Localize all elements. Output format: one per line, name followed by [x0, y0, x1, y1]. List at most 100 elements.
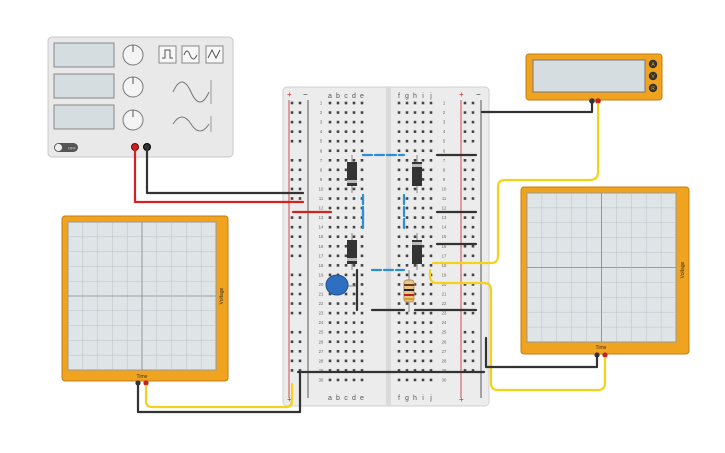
- rail-hole[interactable]: [298, 139, 302, 143]
- breadboard-hole[interactable]: [429, 216, 433, 219]
- breadboard-hole[interactable]: [413, 283, 417, 286]
- breadboard-hole[interactable]: [397, 206, 401, 210]
- breadboard-hole[interactable]: [429, 359, 433, 363]
- mode-ammeter-button[interactable]: [648, 59, 658, 69]
- rail-hole[interactable]: [463, 235, 467, 238]
- breadboard-hole[interactable]: [360, 235, 364, 238]
- rail-hole[interactable]: [298, 216, 302, 219]
- breadboard-hole[interactable]: [405, 350, 409, 353]
- breadboard-hole[interactable]: [328, 225, 332, 229]
- rail-hole[interactable]: [298, 101, 302, 105]
- mode-ohmmeter-button[interactable]: [648, 83, 658, 93]
- breadboard-hole[interactable]: [336, 340, 340, 344]
- breadboard-hole[interactable]: [429, 130, 433, 133]
- breadboard-hole[interactable]: [344, 139, 348, 143]
- breadboard-hole[interactable]: [360, 101, 364, 105]
- breadboard-hole[interactable]: [421, 302, 425, 305]
- rail-hole[interactable]: [463, 359, 467, 363]
- rail-hole[interactable]: [290, 187, 294, 191]
- rail-hole[interactable]: [471, 159, 475, 162]
- wire-black-scope-right[interactable]: [484, 336, 599, 369]
- breadboard-hole[interactable]: [336, 149, 340, 153]
- breadboard-hole[interactable]: [352, 321, 356, 324]
- breadboard-hole[interactable]: [405, 254, 409, 258]
- rail-hole[interactable]: [463, 254, 467, 258]
- rail-hole[interactable]: [463, 101, 467, 105]
- scope-left-positive-terminal[interactable]: [143, 380, 149, 386]
- mode-voltmeter-button[interactable]: [648, 71, 658, 81]
- breadboard-hole[interactable]: [352, 330, 356, 334]
- rail-hole[interactable]: [290, 330, 294, 334]
- breadboard-hole[interactable]: [360, 321, 364, 324]
- breadboard-hole[interactable]: [360, 340, 364, 344]
- breadboard-hole[interactable]: [413, 159, 417, 162]
- multimeter[interactable]: A V R: [525, 53, 663, 104]
- breadboard-hole[interactable]: [360, 159, 364, 162]
- rail-hole[interactable]: [471, 330, 475, 334]
- breadboard-hole[interactable]: [397, 292, 401, 296]
- breadboard-hole[interactable]: [405, 120, 409, 124]
- scope-right-positive-terminal[interactable]: [602, 352, 608, 358]
- breadboard-hole[interactable]: [405, 369, 409, 372]
- breadboard-hole[interactable]: [344, 225, 348, 229]
- rail-hole[interactable]: [471, 340, 475, 344]
- breadboard-hole[interactable]: [413, 340, 417, 344]
- wires[interactable]: [133, 102, 607, 414]
- breadboard-hole[interactable]: [421, 292, 425, 296]
- breadboard-hole[interactable]: [344, 302, 348, 305]
- breadboard-hole[interactable]: [429, 378, 433, 382]
- breadboard-hole[interactable]: [344, 273, 348, 277]
- rail-hole[interactable]: [298, 120, 302, 124]
- breadboard-hole[interactable]: [344, 178, 348, 181]
- breadboard-hole[interactable]: [344, 101, 348, 105]
- rail-hole[interactable]: [298, 283, 302, 286]
- rail-hole[interactable]: [471, 369, 475, 372]
- breadboard-hole[interactable]: [405, 225, 409, 229]
- breadboard-hole[interactable]: [413, 311, 417, 315]
- breadboard-hole[interactable]: [352, 359, 356, 363]
- rail-hole[interactable]: [463, 187, 467, 191]
- breadboard-hole[interactable]: [405, 264, 409, 267]
- breadboard-hole[interactable]: [328, 130, 332, 133]
- rail-hole[interactable]: [298, 292, 302, 296]
- breadboard-hole[interactable]: [421, 139, 425, 143]
- breadboard-hole[interactable]: [336, 159, 340, 162]
- breadboard-hole[interactable]: [413, 120, 417, 124]
- rail-hole[interactable]: [463, 292, 467, 296]
- breadboard-hole[interactable]: [405, 101, 409, 105]
- rail-hole[interactable]: [290, 168, 294, 172]
- breadboard-hole[interactable]: [352, 130, 356, 133]
- breadboard-hole[interactable]: [429, 283, 433, 286]
- breadboard-hole[interactable]: [429, 149, 433, 153]
- rail-hole[interactable]: [298, 369, 302, 372]
- breadboard-hole[interactable]: [344, 130, 348, 133]
- breadboard-hole[interactable]: [360, 273, 364, 277]
- breadboard-hole[interactable]: [328, 350, 332, 353]
- breadboard-hole[interactable]: [336, 378, 340, 382]
- breadboard-hole[interactable]: [328, 292, 332, 296]
- breadboard-hole[interactable]: [421, 378, 425, 382]
- rail-hole[interactable]: [471, 197, 475, 200]
- breadboard-hole[interactable]: [397, 350, 401, 353]
- breadboard-hole[interactable]: [421, 369, 425, 372]
- breadboard-hole[interactable]: [429, 254, 433, 258]
- rail-hole[interactable]: [463, 120, 467, 124]
- breadboard-hole[interactable]: [360, 111, 364, 114]
- breadboard-hole[interactable]: [429, 168, 433, 172]
- breadboard-hole[interactable]: [413, 369, 417, 372]
- breadboard-hole[interactable]: [328, 101, 332, 105]
- breadboard-hole[interactable]: [397, 178, 401, 181]
- breadboard-hole[interactable]: [328, 178, 332, 181]
- resistor[interactable]: [403, 270, 415, 312]
- rail-hole[interactable]: [298, 302, 302, 305]
- breadboard-hole[interactable]: [397, 311, 401, 315]
- breadboard-hole[interactable]: [429, 340, 433, 344]
- breadboard-hole[interactable]: [344, 311, 348, 315]
- breadboard-hole[interactable]: [360, 292, 364, 296]
- rail-hole[interactable]: [298, 350, 302, 353]
- breadboard-hole[interactable]: [336, 330, 340, 334]
- breadboard-hole[interactable]: [328, 197, 332, 200]
- breadboard-hole[interactable]: [405, 273, 409, 277]
- breadboard-hole[interactable]: [336, 254, 340, 258]
